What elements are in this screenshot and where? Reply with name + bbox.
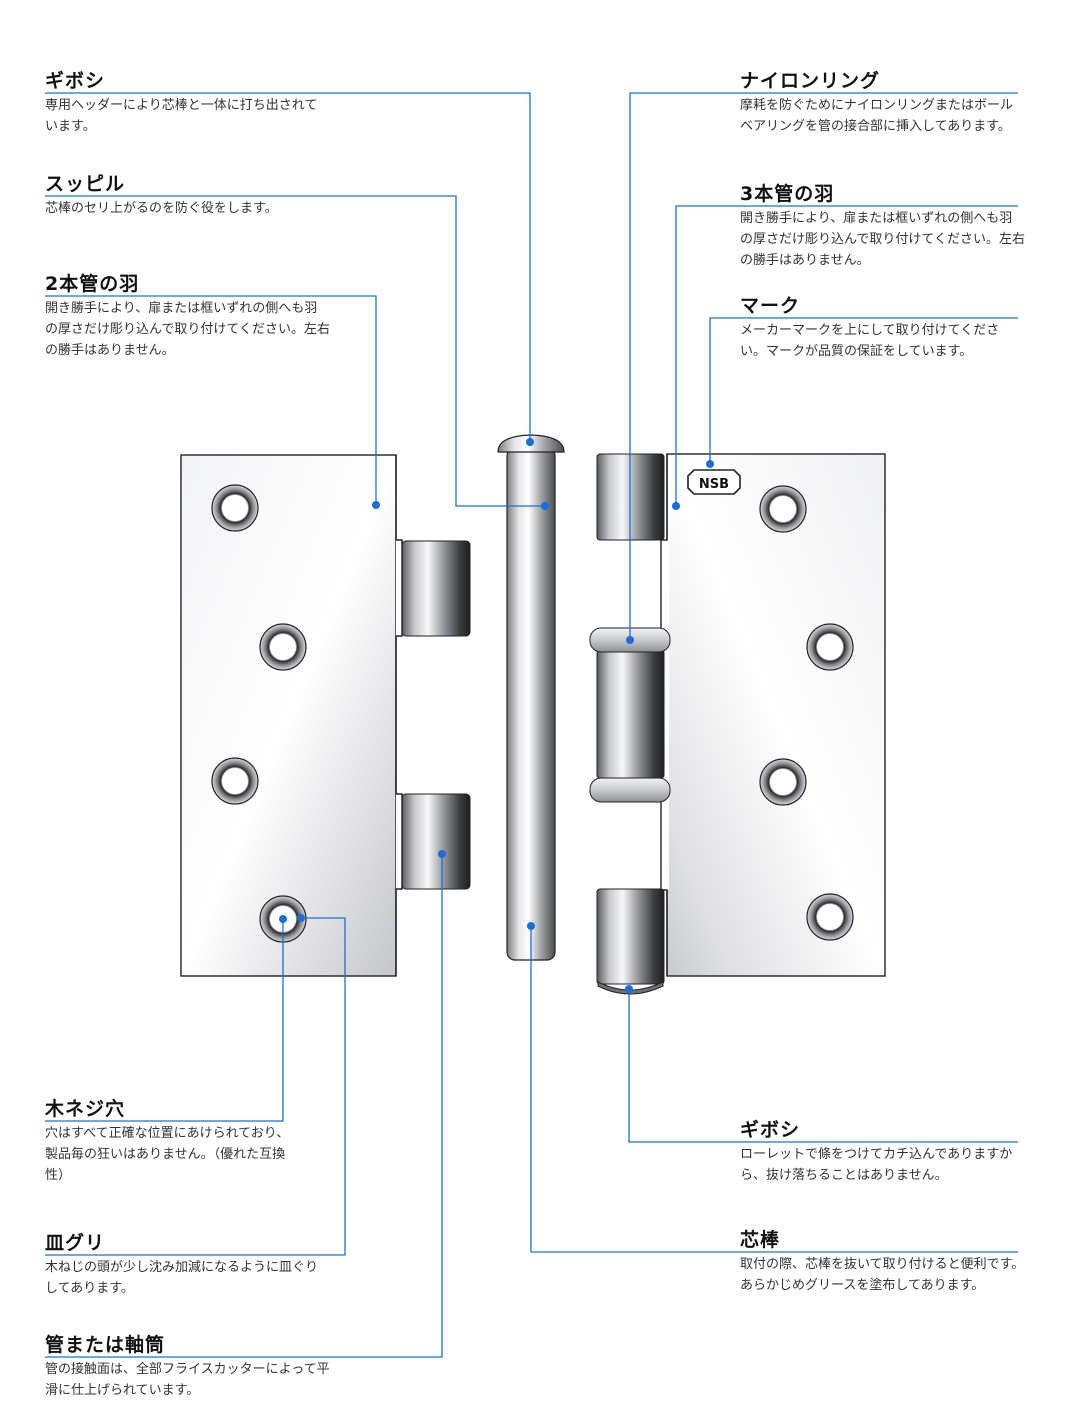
left-screw-hole-1 (211, 484, 259, 532)
pin-tip-gibosi-bottom (597, 981, 664, 995)
callout-title: 芯棒 (740, 1229, 781, 1251)
callout-title: 皿グリ (45, 1232, 106, 1254)
callout-desc: 芯棒のセリ上がるのを防ぐ役をします。 (45, 201, 278, 216)
callout-desc: 開き勝手により、扉または框いずれの側へも羽の厚さだけ彫り込んで取り付けてください… (45, 301, 330, 358)
callout-title: ギボシ (740, 1119, 801, 1141)
leader-mark (709, 317, 1018, 464)
leader-dot-suppiru (541, 502, 549, 510)
leader-knuckle (45, 854, 443, 1358)
right-leaf-knuckle-bottom (596, 888, 665, 985)
leader-dot-mark (706, 460, 714, 468)
callout-desc: 木ねじの頭が少し沈み加減になるように皿ぐりしてあります。 (45, 1260, 319, 1296)
callout-mark: マーク メーカーマークを上にして取り付けてください。マークが品質の保証をしていま… (740, 294, 1025, 362)
right-screw-hole-1 (759, 485, 807, 533)
callout-screw-hole: 木ネジ穴 穴はすべて正確な位置にあけられており、製品毎の狂いはありません。（優れ… (45, 1097, 295, 1186)
callout-title: スッピル (45, 173, 126, 195)
leader-screw-hole (45, 919, 284, 1122)
callout-gibosi-top: ギボシ 専用ヘッダーにより芯棒と一体に打ち出されています。 (45, 69, 330, 137)
nylon-ring-bottom (589, 777, 671, 803)
manufacturer-mark: NSB (687, 469, 741, 495)
leader-dots (279, 438, 714, 993)
callout-pin: 芯棒 取付の際、芯棒を抜いて取り付けると便利です。あらかじめグリースを塗布してあ… (740, 1228, 1025, 1296)
callout-two-knuckle-leaf: 2本管の羽 開き勝手により、扉または框いずれの側へも羽の厚さだけ彫り込んで取り付… (45, 272, 330, 361)
callout-desc: 開き勝手により、扉または框いずれの側へも羽の厚さだけ彫り込んで取り付けてください… (740, 211, 1025, 268)
callout-title: 木ネジ穴 (45, 1098, 126, 1120)
callout-desc: 管の接触面は、全部フライスカッターによって平滑に仕上げられています。 (45, 1362, 330, 1398)
callout-title: 2本管の羽 (45, 273, 140, 295)
leader-two-knuckle-leaf (45, 295, 377, 505)
leader-countersink (45, 917, 346, 1256)
left-screw-hole-3 (211, 757, 259, 805)
leader-dot-countersink (297, 914, 305, 922)
callout-desc: 取付の際、芯棒を抜いて取り付けると便利です。あらかじめグリースを塗布してあります… (740, 1257, 1025, 1293)
callout-title: 管または軸筒 (45, 1334, 166, 1356)
leader-dot-screw-hole (279, 915, 287, 923)
right-screw-hole-4 (806, 893, 854, 941)
callout-desc: 専用ヘッダーにより芯棒と一体に打ち出されています。 (45, 98, 318, 134)
callout-desc: ローレットで條をつけてカチ込んでありますから、抜け落ちることはありません。 (740, 1147, 1013, 1183)
leader-lines (45, 92, 1018, 1358)
callout-suppiru: スッピル 芯棒のセリ上がるのを防ぐ役をします。 (45, 172, 330, 219)
leader-gibosi-top (45, 92, 531, 442)
right-screw-hole-3 (759, 758, 807, 806)
leader-dot-pin (527, 922, 535, 930)
callout-desc: メーカーマークを上にして取り付けてください。マークが品質の保証をしています。 (740, 323, 1000, 359)
callout-title: ギボシ (45, 70, 106, 92)
callout-desc: 穴はすべて正確な位置にあけられており、製品毎の狂いはありません。（優れた互換性） (45, 1126, 290, 1183)
callout-three-knuckle-leaf: 3本管の羽 開き勝手により、扉または框いずれの側へも羽の厚さだけ彫り込んで取り付… (740, 182, 1025, 271)
leader-three-knuckle-leaf (675, 205, 1018, 506)
leader-dot-gibosi-top (526, 438, 534, 446)
right-leaf-knuckle-middle (596, 649, 665, 779)
leader-dot-gibosi-bottom (625, 985, 633, 993)
right-screw-hole-2 (806, 623, 854, 671)
hinge-pin (506, 447, 556, 961)
left-leaf-knuckle-top (401, 540, 471, 637)
right-leaf (660, 453, 886, 977)
callout-title: ナイロンリング (740, 70, 881, 92)
leader-pin (530, 926, 1018, 1253)
leader-dot-nylon-ring (626, 636, 634, 644)
leader-dot-three-knuckle-leaf (672, 502, 680, 510)
leader-dot-two-knuckle-leaf (372, 501, 380, 509)
leader-gibosi-bottom (628, 989, 1018, 1143)
left-leaf-knuckle-bottom (401, 793, 471, 890)
callout-title: 3本管の羽 (740, 183, 835, 205)
callout-gibosi-bottom: ギボシ ローレットで條をつけてカチ込んでありますから、抜け落ちることはありません… (740, 1118, 1025, 1186)
left-screw-hole-2 (259, 623, 307, 671)
callout-countersink: 皿グリ 木ねじの頭が少し沈み加減になるように皿ぐりしてあります。 (45, 1231, 330, 1299)
callout-nylon-ring: ナイロンリング 摩耗を防ぐためにナイロンリングまたはボールベアリングを管の接合部… (740, 69, 1025, 137)
callout-knuckle: 管または軸筒 管の接触面は、全部フライスカッターによって平滑に仕上げられています… (45, 1333, 330, 1401)
manufacturer-mark-text: NSB (699, 477, 729, 492)
leader-suppiru (45, 195, 545, 507)
leader-nylon-ring (629, 92, 1018, 640)
callout-title: マーク (740, 295, 801, 317)
leader-dot-knuckle (438, 850, 446, 858)
left-leaf (180, 454, 402, 977)
callout-desc: 摩耗を防ぐためにナイロンリングまたはボールベアリングを管の接合部に挿入してありま… (740, 98, 1014, 134)
